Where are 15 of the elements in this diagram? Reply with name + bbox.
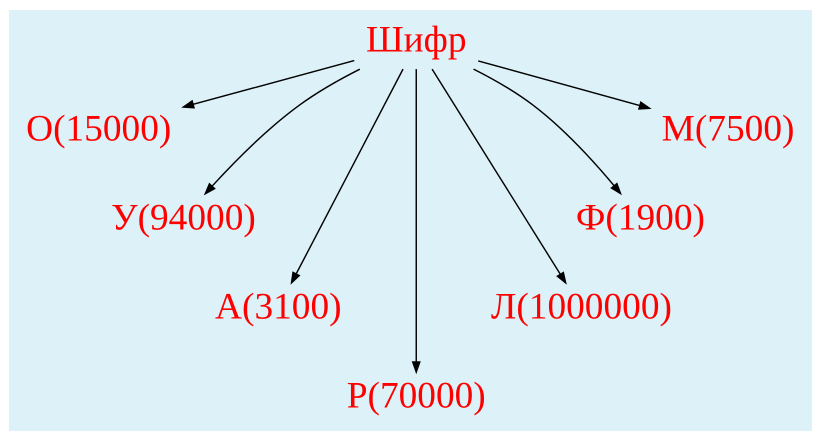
arrow (204, 68, 360, 196)
arrow (412, 69, 421, 374)
arrow (431, 68, 567, 285)
node-text: А(3100) (215, 286, 342, 328)
node-text: Ф(1900) (576, 198, 705, 239)
node-text: У(94000) (111, 198, 256, 239)
node-text: М(7500) (662, 108, 794, 150)
node-text: Л(1000000) (491, 286, 672, 328)
arrow (478, 60, 652, 110)
node-text: Шифр (366, 19, 467, 60)
node-text: Р(70000) (346, 376, 486, 417)
arrow (181, 60, 354, 109)
arrow (473, 68, 622, 196)
node-text: О(15000) (26, 108, 172, 150)
arrow (290, 68, 404, 285)
